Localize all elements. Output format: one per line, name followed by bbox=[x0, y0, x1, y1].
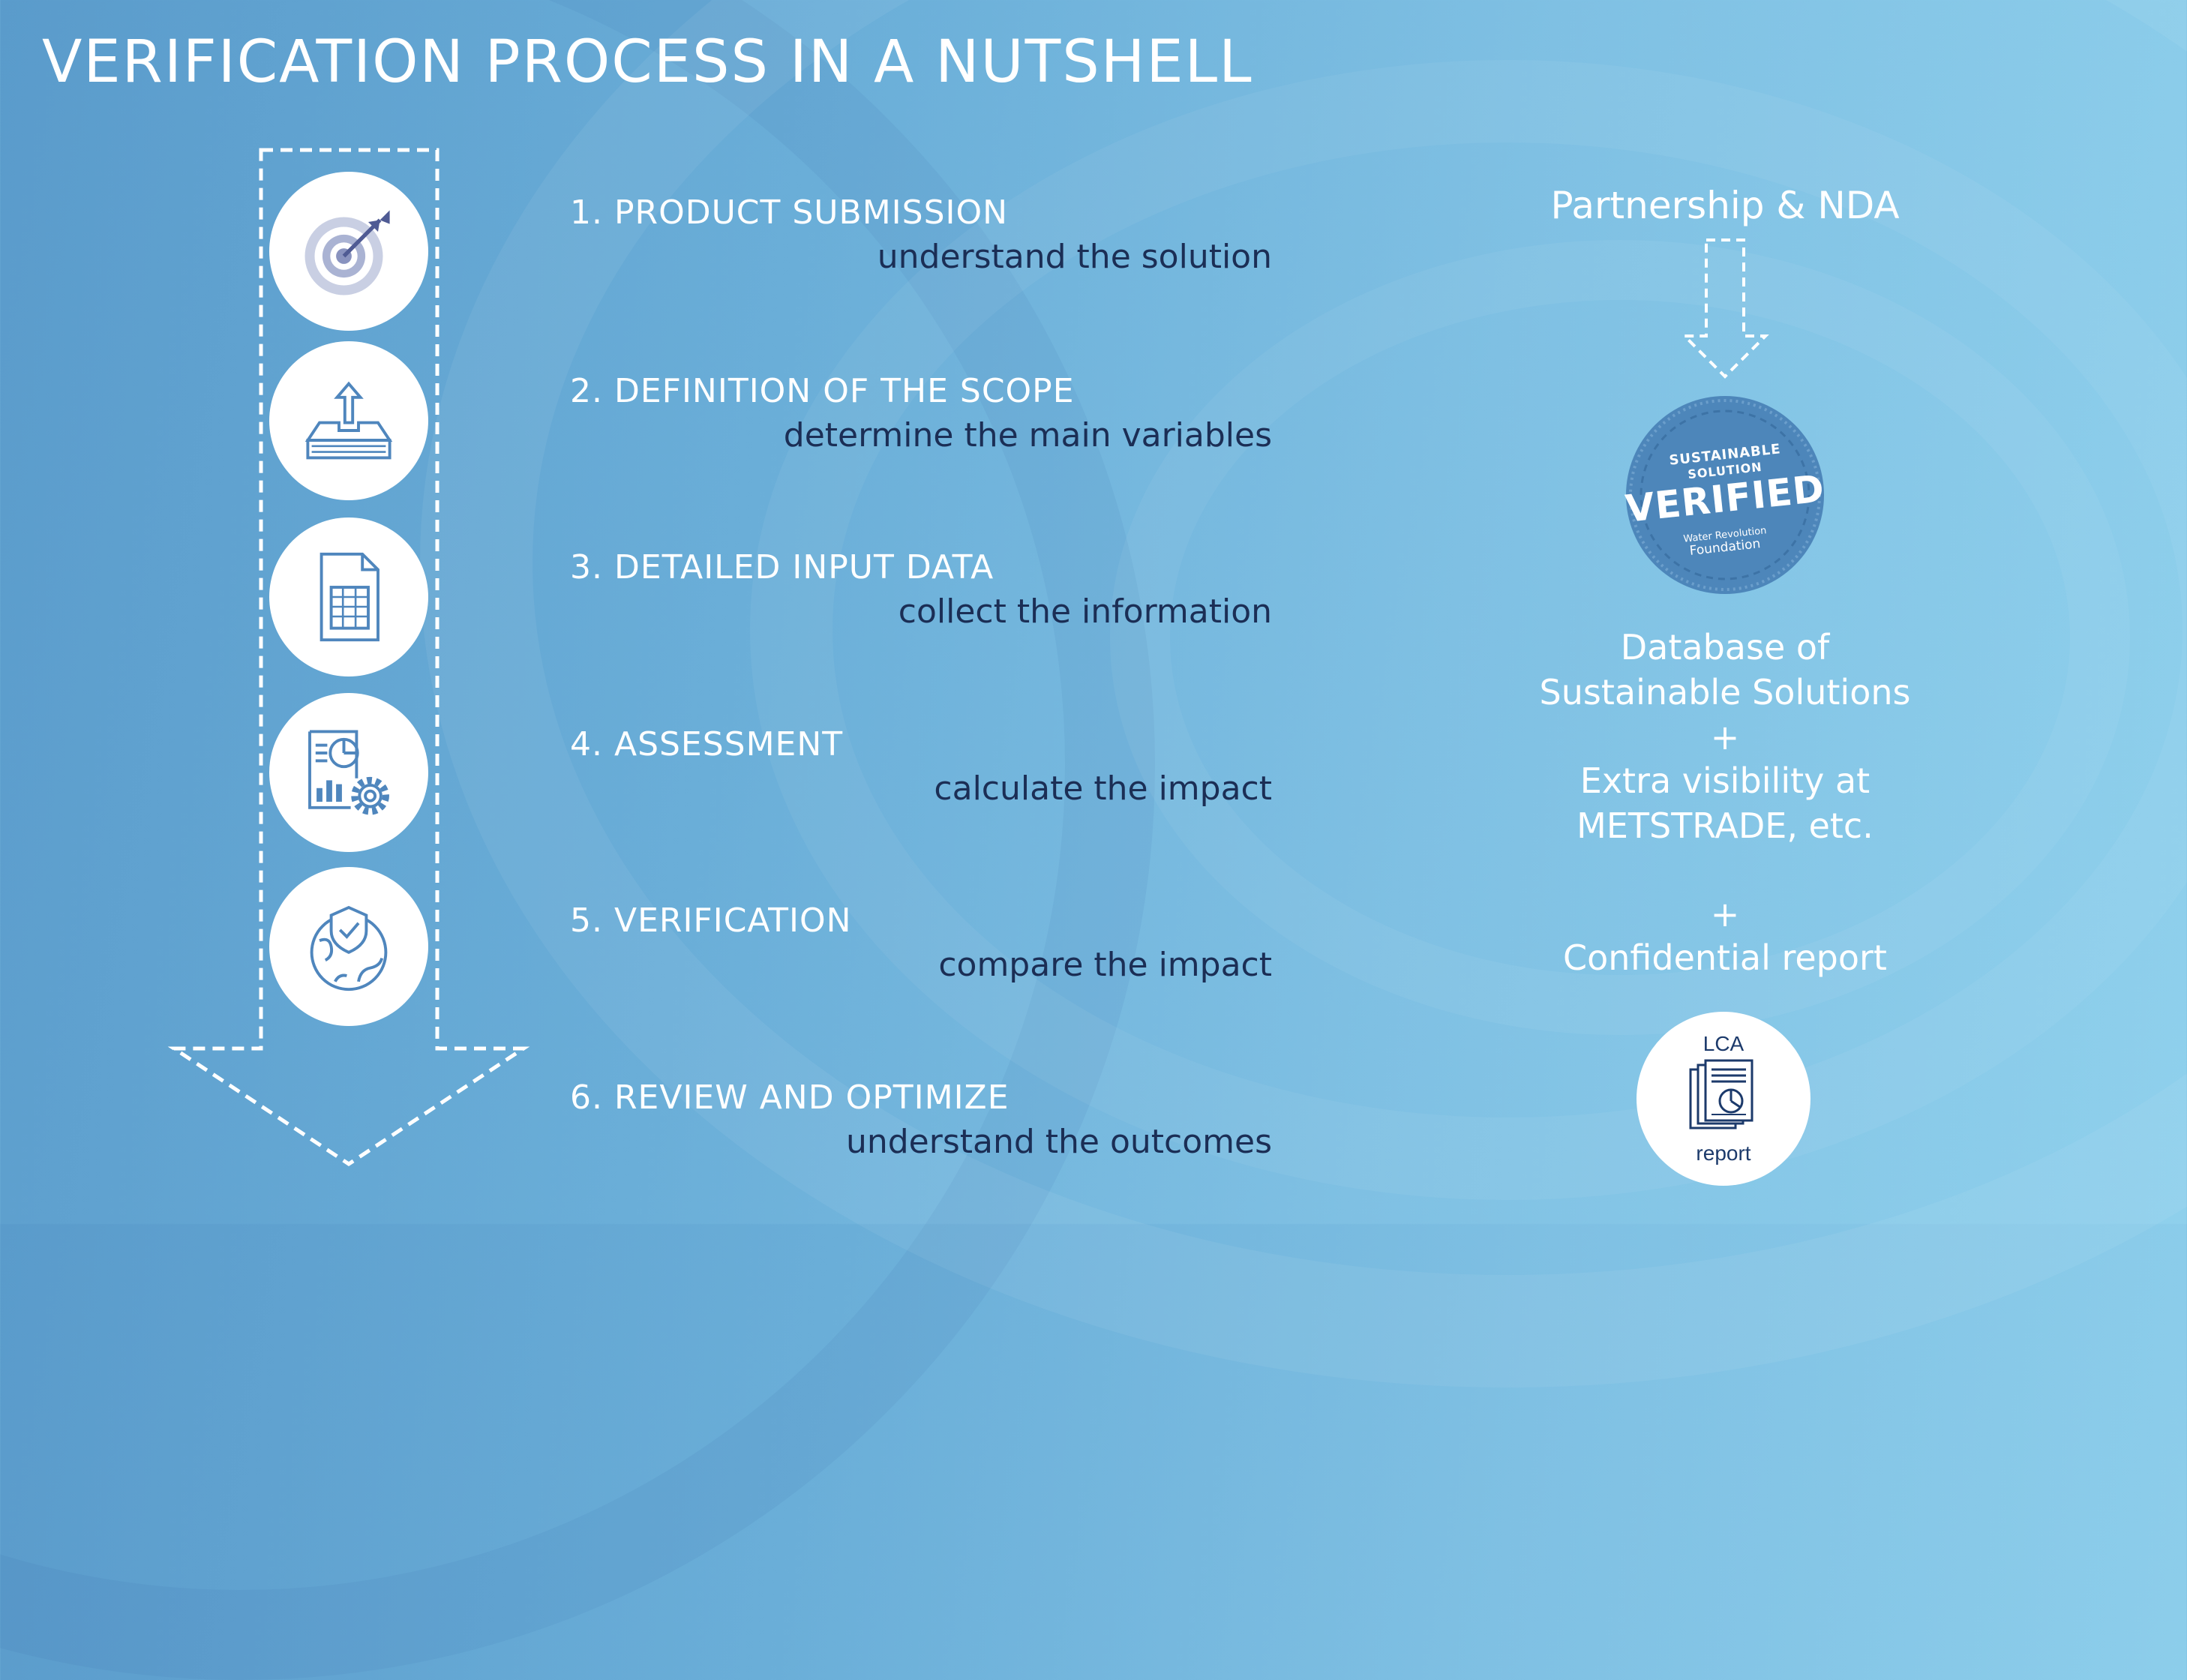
step-5: 5. VERIFICATION compare the impact bbox=[570, 902, 1272, 984]
lca-label: LCA bbox=[1702, 1032, 1744, 1055]
report-label: report bbox=[1696, 1142, 1751, 1165]
benefit-database-line2: Sustainable Solutions bbox=[1539, 672, 1911, 712]
step-title: 5. VERIFICATION bbox=[570, 902, 852, 940]
step-subtitle: understand the solution bbox=[877, 238, 1272, 276]
step-subtitle: compare the impact bbox=[938, 946, 1272, 984]
step-subtitle: calculate the impact bbox=[934, 770, 1272, 808]
globe-shield-icon bbox=[310, 905, 388, 992]
step-subtitle: collect the information bbox=[898, 592, 1272, 631]
benefit-visibility-line1: Extra visibility at bbox=[1580, 760, 1870, 801]
step-2: 2. DEFINITION OF THE SCOPE determine the… bbox=[570, 372, 1272, 454]
partnership-heading: Partnership & NDA bbox=[1550, 184, 1900, 227]
lca-report-icon-circle: LCA report bbox=[1636, 1012, 1810, 1186]
nda-down-arrow bbox=[1681, 238, 1769, 379]
step-title: 1. PRODUCT SUBMISSION bbox=[570, 194, 1009, 232]
upload-inbox-icon bbox=[304, 381, 393, 460]
verified-badge: SUSTAINABLE SOLUTION VERIFIED Water Revo… bbox=[1622, 392, 1828, 598]
benefit-database-line1: Database of bbox=[1620, 627, 1830, 668]
step-subtitle: understand the outcomes bbox=[845, 1123, 1272, 1161]
step-subtitle: determine the main variables bbox=[783, 416, 1272, 454]
verified-badge-stamp bbox=[1626, 396, 1824, 594]
step-1-icon-circle bbox=[269, 172, 428, 331]
page-title: VERIFICATION PROCESS IN A NUTSHELL bbox=[42, 28, 1253, 96]
step-4-icon-circle bbox=[269, 693, 428, 852]
step-2-icon-circle bbox=[269, 341, 428, 500]
step-4: 4. ASSESSMENT calculate the impact bbox=[570, 725, 1272, 808]
step-3-icon-circle bbox=[269, 518, 428, 676]
report-gear-icon bbox=[308, 730, 389, 815]
process-arrow bbox=[0, 0, 2187, 1224]
benefit-plus-2: + bbox=[1710, 894, 1740, 934]
step-title: 3. DETAILED INPUT DATA bbox=[570, 548, 994, 586]
lca-report-icon bbox=[1689, 1059, 1754, 1130]
step-title: 2. DEFINITION OF THE SCOPE bbox=[570, 372, 1075, 410]
spreadsheet-document-icon bbox=[320, 552, 380, 642]
step-5-icon-circle bbox=[269, 867, 428, 1026]
step-title: 4. ASSESSMENT bbox=[570, 725, 844, 764]
benefit-confidential-report: Confidential report bbox=[1563, 938, 1887, 978]
benefit-visibility-line2: METSTRADE, etc. bbox=[1576, 806, 1874, 846]
target-icon bbox=[304, 210, 390, 296]
step-1: 1. PRODUCT SUBMISSION understand the sol… bbox=[570, 194, 1272, 276]
step-6: 6. REVIEW AND OPTIMIZE understand the ou… bbox=[570, 1078, 1272, 1161]
step-3: 3. DETAILED INPUT DATA collect the infor… bbox=[570, 548, 1272, 631]
step-title: 6. REVIEW AND OPTIMIZE bbox=[570, 1078, 1010, 1117]
benefit-plus-1: + bbox=[1710, 717, 1740, 758]
